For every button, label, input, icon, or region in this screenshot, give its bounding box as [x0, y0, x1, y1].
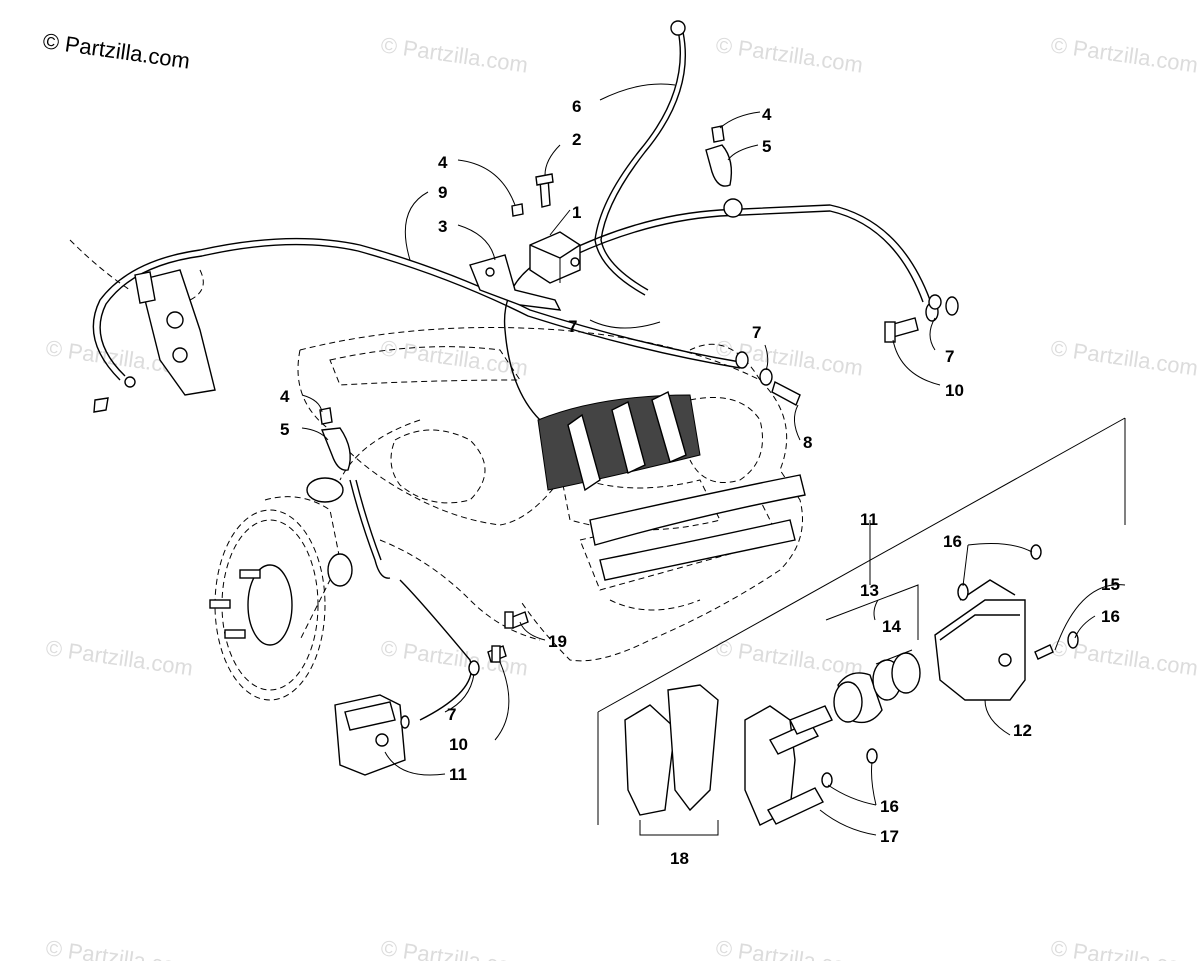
- watermark: © Partzilla.com: [1049, 335, 1199, 380]
- watermark: © Partzilla.com: [44, 635, 194, 680]
- brake-junction-1: [529, 231, 581, 284]
- callout-4: 4: [762, 105, 772, 124]
- watermark: © Partzilla.com: [379, 32, 529, 77]
- washer-16: [866, 748, 878, 764]
- hose-fitting: [723, 198, 743, 218]
- brake-line-9: [92, 237, 741, 381]
- watermark: © Partzilla.com: [44, 935, 194, 961]
- callout-16: 16: [1101, 607, 1120, 626]
- watermark: © Partzilla.com: [379, 335, 529, 380]
- callout-6: 6: [572, 97, 581, 116]
- callout-13: 13: [860, 581, 879, 600]
- callout-labels: 6 2 1 4 9 3 4 5 7 7 7 10 8 4 5 19 7 10 1…: [280, 97, 1120, 868]
- watermark: © Partzilla.com: [714, 635, 864, 680]
- banjo-bolt-right: [884, 294, 959, 343]
- callout-7: 7: [568, 317, 577, 336]
- callout-4: 4: [438, 153, 448, 172]
- banjo-bolt-center: [735, 351, 801, 406]
- washer-7: [759, 368, 773, 386]
- brake-lines: [92, 20, 931, 721]
- callout-2: 2: [572, 130, 581, 149]
- leader-lines: [301, 83, 1126, 836]
- watermark: © Partzilla.com: [379, 935, 529, 961]
- watermarks: © Partzilla.com © Partzilla.com © Partzi…: [44, 32, 1199, 961]
- clip-assembly-top: [705, 125, 733, 187]
- clip-assembly-left: [319, 407, 351, 471]
- callout-12: 12: [1013, 721, 1032, 740]
- washer-16: [1030, 544, 1042, 560]
- watermark: © Partzilla.com: [714, 935, 864, 961]
- atv-front-body: [297, 327, 806, 662]
- master-cylinder: [69, 239, 216, 413]
- caliper-left: [334, 694, 410, 776]
- washer-16: [821, 772, 833, 788]
- callout-11: 11: [449, 765, 467, 784]
- washer-7: [400, 715, 410, 729]
- watermark: © Partzilla.com: [1049, 32, 1199, 77]
- caliper-body-12: [934, 599, 1026, 701]
- callout-3: 3: [438, 217, 447, 236]
- seal-14: [891, 652, 921, 694]
- callout-11: 11: [860, 510, 878, 529]
- brake-pad-18: [667, 684, 719, 812]
- hose-fitting: [670, 20, 686, 36]
- callout-15: 15: [1101, 575, 1120, 594]
- callout-14: 14: [882, 617, 901, 636]
- clip-5: [321, 427, 351, 471]
- washer-16: [957, 583, 969, 601]
- callout-7: 7: [447, 705, 456, 724]
- callout-18: 18: [670, 849, 689, 868]
- washer-7: [468, 660, 480, 676]
- callout-8: 8: [803, 433, 812, 452]
- callout-19: 19: [548, 632, 567, 651]
- callout-10: 10: [945, 381, 964, 400]
- callout-17: 17: [880, 827, 899, 846]
- brake-pad-18: [624, 704, 676, 816]
- callout-5: 5: [280, 420, 289, 439]
- callout-1: 1: [572, 203, 581, 222]
- fasteners-center: [468, 611, 529, 676]
- bolt-4: [711, 125, 725, 143]
- brake-hose-right: [559, 204, 931, 301]
- watermark: © Partzilla.com: [714, 32, 864, 77]
- clip-5: [705, 144, 733, 187]
- bolt-4: [319, 407, 333, 425]
- callout-16: 16: [880, 797, 899, 816]
- callout-7: 7: [945, 347, 954, 366]
- bolt-4: [511, 203, 524, 217]
- callout-4: 4: [280, 387, 290, 406]
- callout-9: 9: [438, 183, 447, 202]
- brake-hose-6: [594, 29, 681, 296]
- bleeder-15: [1034, 644, 1054, 660]
- watermark: © Partzilla.com: [1049, 935, 1199, 961]
- bolt-8: [771, 380, 801, 406]
- pin-17: [767, 787, 824, 825]
- wheel-hub-disc: [209, 477, 353, 701]
- callout-5: 5: [762, 137, 771, 156]
- brand-logo-text[interactable]: © Partzilla.com: [41, 28, 191, 73]
- callout-16: 16: [943, 532, 962, 551]
- callout-7: 7: [752, 323, 761, 342]
- caliper-exploded: [597, 417, 1126, 836]
- junction-block: [469, 173, 581, 311]
- washer-7: [945, 296, 959, 316]
- callout-10: 10: [449, 735, 468, 754]
